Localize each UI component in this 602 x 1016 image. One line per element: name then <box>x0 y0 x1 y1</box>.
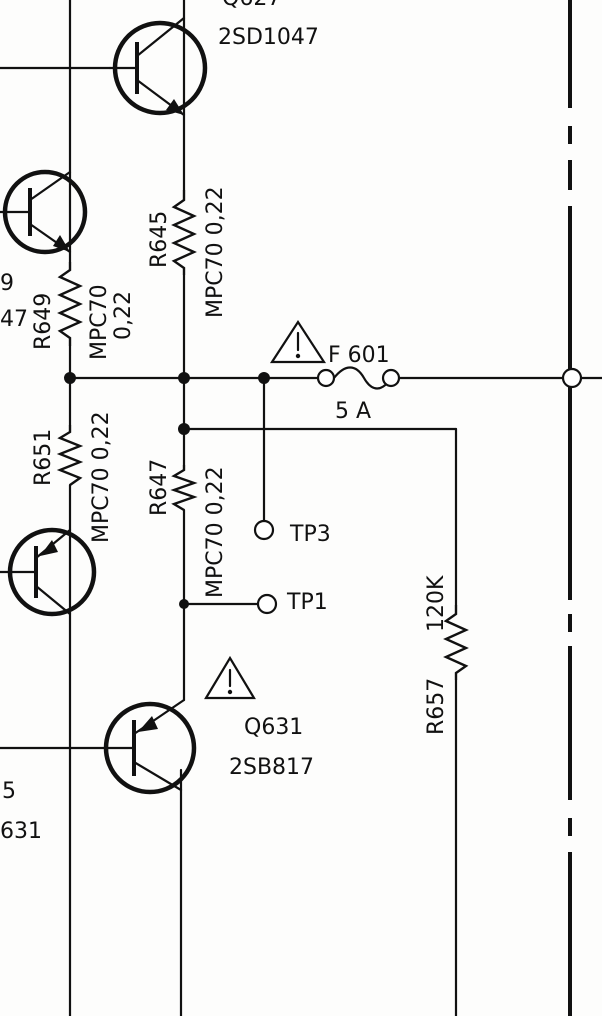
junction-dots <box>64 372 270 609</box>
q631-type-label: 2SB817 <box>229 755 314 780</box>
r645-value-label: MPC70 0,22 <box>203 186 228 318</box>
q631-ref-label: Q631 <box>244 715 303 740</box>
transistor-q633-symbol <box>7 527 97 617</box>
r651-value-label: MPC70 0,22 <box>89 411 114 543</box>
left-cut-label-5: 5 <box>2 779 16 804</box>
transistor-q631-symbol <box>103 698 197 795</box>
fuse-ref-label: F 601 <box>328 343 390 368</box>
r649-value-label-line1: MPC70 <box>87 284 112 360</box>
q627-label-partial: Q627 <box>222 0 281 11</box>
r657-value-label: 120K <box>424 575 449 632</box>
left-cut-label-631: 631 <box>0 819 42 844</box>
resistor-r657-symbol <box>443 605 469 680</box>
safety-warning-icon-q631 <box>204 655 256 700</box>
r645-ref-label: R645 <box>147 211 172 268</box>
resistor-r651-symbol <box>56 425 84 486</box>
test-point-tp3-terminal <box>253 519 275 541</box>
fuse-f601-symbol <box>316 366 401 390</box>
left-cut-label-9: 9 <box>0 271 14 296</box>
r649-ref-label: R649 <box>31 293 56 350</box>
test-point-tp1-terminal <box>256 593 278 615</box>
r657-ref-label: R657 <box>424 678 449 735</box>
fuse-rating-label: 5 A <box>335 399 371 424</box>
resistor-r647-symbol <box>170 465 198 512</box>
tp1-label: TP1 <box>286 590 328 615</box>
left-cut-label-47: 47 <box>0 307 28 332</box>
safety-warning-icon-fuse <box>269 319 327 364</box>
r651-ref-label: R651 <box>31 429 56 486</box>
output-terminal <box>561 367 583 389</box>
r649-value-label-line2: 0,22 <box>111 291 136 340</box>
r647-ref-label: R647 <box>147 459 172 516</box>
resistor-r645-symbol <box>171 190 197 275</box>
tp3-label: TP3 <box>289 522 331 547</box>
r647-value-label: MPC70 0,22 <box>203 466 228 598</box>
q627-type-label: 2SD1047 <box>218 25 319 50</box>
transistor-q627-symbol <box>108 16 208 117</box>
transistor-q629-symbol <box>0 169 88 255</box>
resistor-r649-symbol <box>57 262 83 346</box>
